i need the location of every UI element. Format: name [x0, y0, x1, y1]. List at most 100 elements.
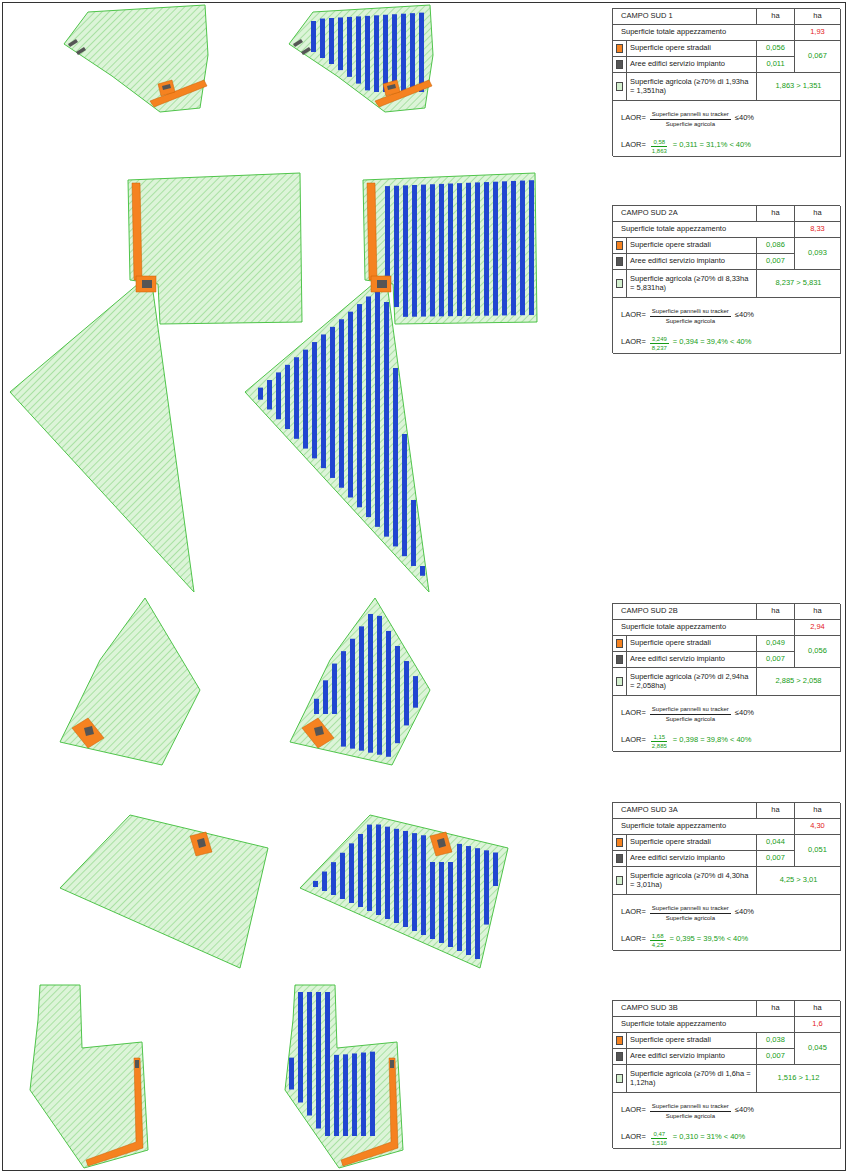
unit-header: ha: [771, 1004, 779, 1013]
table-cell: [613, 652, 627, 668]
service-building: [68, 39, 78, 47]
formula-part: 3,2498,237: [650, 327, 669, 352]
row-label: Superficie totale appezzamento: [621, 1020, 726, 1029]
table-cell: Superficie agricola (≥70% di 4,30ha = 3,…: [627, 867, 757, 895]
laor-formula: LAOR=0,581,863= 0,311 = 31,1% < 40%: [621, 130, 751, 155]
tracker-row: [329, 18, 334, 64]
table-cell: Superficie agricola (≥70% di 1,93ha = 1,…: [627, 73, 757, 101]
formula-part: LAOR=: [621, 1125, 646, 1143]
tracker-row: [347, 17, 352, 77]
legend-swatch: [616, 854, 623, 863]
formula-part: 1,152,885: [650, 725, 669, 750]
table-cell: 0,093: [795, 238, 841, 270]
legend-text: Superficie opere stradali: [630, 639, 711, 648]
laor-formula: LAOR=Superficie pannelli su trackerSuper…: [621, 896, 754, 921]
tracker-row: [386, 631, 391, 757]
tracker-row: [457, 183, 462, 316]
tracker-row: [313, 881, 318, 887]
tracker-row: [340, 853, 345, 899]
formula-text: LAOR=: [621, 934, 646, 943]
formula-text: LAOR=: [621, 140, 646, 149]
fraction-numerator: 1,68: [650, 933, 666, 942]
legend-text: Superficie opere stradali: [630, 1036, 711, 1045]
unit-header: ha: [771, 209, 779, 218]
area-check: 1,516 > 1,12: [778, 1074, 820, 1083]
tracker-row: [502, 181, 507, 315]
area-value: 0,086: [766, 241, 785, 250]
tracker-row: [448, 862, 453, 947]
formula-text: ≤40%: [735, 113, 754, 122]
table-cell: CAMPO SUD 3A: [613, 803, 757, 819]
formula-part: Superficie pannelli su trackerSuperficie…: [650, 896, 731, 921]
laor-formula: LAOR=Superficie pannelli su trackerSuper…: [621, 697, 754, 722]
table-cell: LAOR=Superficie pannelli su trackerSuper…: [613, 1093, 841, 1149]
road-area: [190, 832, 212, 856]
fraction-denominator: Superficie agricola: [664, 914, 717, 922]
total-value: 2,94: [810, 623, 825, 632]
table-cell: Superficie totale appezzamento: [613, 222, 795, 238]
table-cell: Superficie opere stradali: [627, 41, 757, 57]
area-check: 1,863 > 1,351: [775, 82, 821, 91]
table-title: CAMPO SUD 3B: [621, 1004, 678, 1013]
table-cell: 0,038: [757, 1033, 795, 1049]
table-cell: 0,045: [795, 1033, 841, 1065]
area-table: CAMPO SUD 3BhahaSuperficie totale appezz…: [612, 1000, 840, 1148]
tracker-row: [285, 365, 290, 429]
laor-formula: LAOR=Superficie pannelli su trackerSuper…: [621, 299, 754, 324]
fraction-denominator: 8,237: [650, 344, 669, 352]
formula-text: ≤40%: [735, 907, 754, 916]
laor-formula: LAOR=1,684,25= 0,395 = 39,5% < 40%: [621, 924, 748, 949]
table-cell: 0,067: [795, 41, 841, 73]
row-label: Superficie totale appezzamento: [621, 822, 726, 831]
tracker-row: [439, 184, 444, 316]
area-sum: 0,045: [808, 1044, 827, 1053]
tracker-row: [334, 1055, 339, 1136]
service-building: [84, 726, 94, 736]
service-building: [76, 47, 86, 55]
table-cell: LAOR=Superficie pannelli su trackerSuper…: [613, 101, 841, 157]
tracker-row: [484, 850, 489, 924]
formula-part: = 0,394 = 39,4% < 40%: [673, 330, 752, 348]
tracker-row: [339, 319, 344, 487]
tracker-row: [430, 862, 435, 939]
table-cell: LAOR= Superficie pannelli su trackerSuper…: [613, 895, 841, 951]
formula-text: LAOR=: [621, 337, 646, 346]
total-value: 1,93: [810, 28, 825, 37]
tracker-row: [332, 664, 337, 714]
field-with-trackers: [285, 985, 403, 1168]
tracker-row: [358, 834, 363, 907]
tracker-row: [403, 831, 408, 927]
service-building: [390, 1060, 394, 1068]
fraction: Superficie pannelli su trackerSuperficie…: [650, 706, 731, 722]
unit-header: ha: [813, 209, 821, 218]
total-value: 1,6: [812, 1020, 822, 1029]
table-cell: ha: [795, 206, 841, 222]
table-cell: 4,30: [795, 819, 841, 835]
area-sum: 0,093: [808, 249, 827, 258]
legend-text: Superficie opere stradali: [630, 838, 711, 847]
table-cell: ha: [795, 803, 841, 819]
formula-part: = 0,398 = 39,8% < 40%: [673, 728, 752, 746]
fraction-denominator: Superficie agricola: [664, 1112, 717, 1120]
service-building: [387, 84, 396, 90]
legend-swatch: [616, 44, 623, 53]
area-check: 2,885 > 2,058: [775, 677, 821, 686]
tracker-row: [276, 372, 281, 419]
field-plan: [64, 5, 208, 112]
tracker-row: [402, 434, 407, 556]
formula-part: LAOR=: [621, 728, 646, 746]
table-cell: 8,33: [795, 222, 841, 238]
formula-text: ≤40%: [735, 708, 754, 717]
tracker-row: [466, 846, 471, 955]
fraction: Superficie pannelli su trackerSuperficie…: [650, 905, 731, 921]
area-table: CAMPO SUD 3AhahaSuperficie totale appezz…: [612, 802, 840, 950]
fraction-numerator: 0,58: [651, 139, 667, 148]
legend-swatch: [616, 60, 623, 69]
table-cell: 0,007: [757, 1049, 795, 1065]
legend-swatch: [616, 1074, 623, 1083]
formula-part: = 0,311 = 31,1% < 40%: [673, 133, 751, 151]
table-cell: 4,25 > 3,01: [757, 867, 841, 895]
formula-part: 0,471,516: [650, 1122, 669, 1147]
tracker-row: [385, 186, 390, 276]
tracker-row: [294, 357, 299, 439]
